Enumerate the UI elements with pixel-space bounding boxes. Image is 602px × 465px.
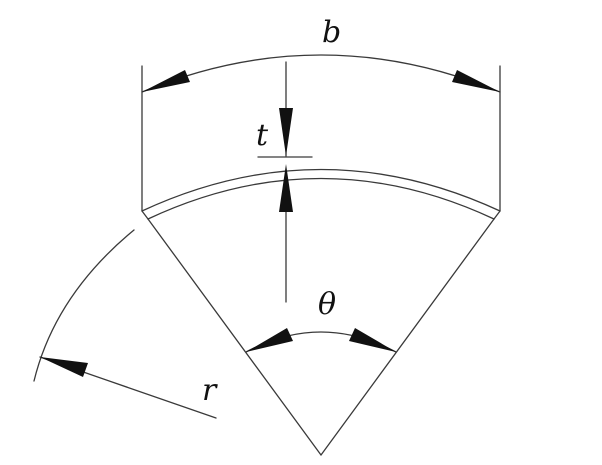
angle-arrow-right — [349, 328, 396, 352]
radius-label: r — [202, 373, 218, 408]
width-label: b — [322, 15, 341, 50]
angle-label: θ — [318, 287, 336, 322]
sector-left-edge — [147, 218, 322, 456]
radius-dimension — [33, 229, 217, 419]
radius-arrow — [40, 357, 88, 377]
angle-dimension — [245, 328, 397, 353]
thickness-arrow-down — [279, 108, 293, 156]
angle-arrow-left — [246, 328, 293, 352]
sector-right-edge — [320, 218, 495, 456]
thickness-dimension — [257, 61, 313, 303]
sector-right-edge-cap — [493, 210, 501, 220]
radius-arc — [33, 229, 135, 382]
width-dimension — [141, 54, 501, 212]
sector-outer-arc — [141, 168, 501, 212]
sector-left-edge-cap — [141, 210, 149, 220]
thickness-arrow-up — [279, 164, 293, 212]
width-arrow-right — [452, 70, 500, 92]
width-arrow-left — [142, 70, 190, 92]
sector-shape — [141, 168, 501, 456]
width-dimension-arc — [141, 54, 501, 93]
sector-inner-arc — [147, 177, 495, 220]
thickness-label: t — [256, 118, 269, 153]
